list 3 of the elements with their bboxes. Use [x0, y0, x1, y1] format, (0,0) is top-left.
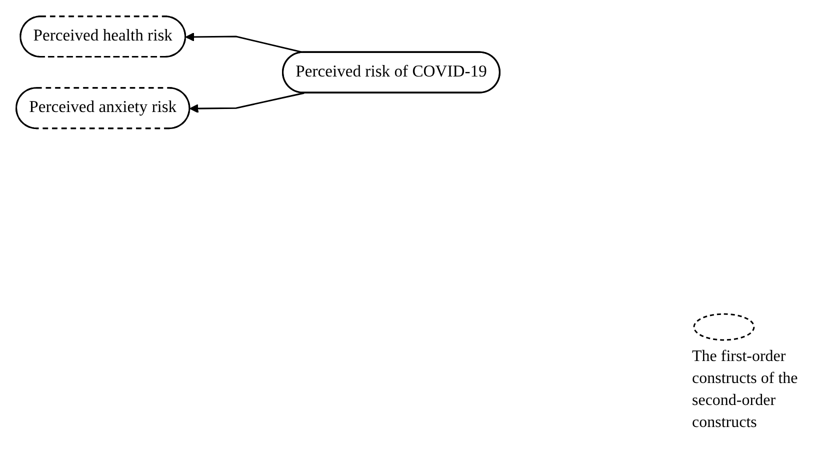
legend-text: The first-order constructs of the second-order constructs — [692, 347, 799, 433]
arrow — [185, 32, 304, 54]
arrow — [190, 92, 304, 114]
